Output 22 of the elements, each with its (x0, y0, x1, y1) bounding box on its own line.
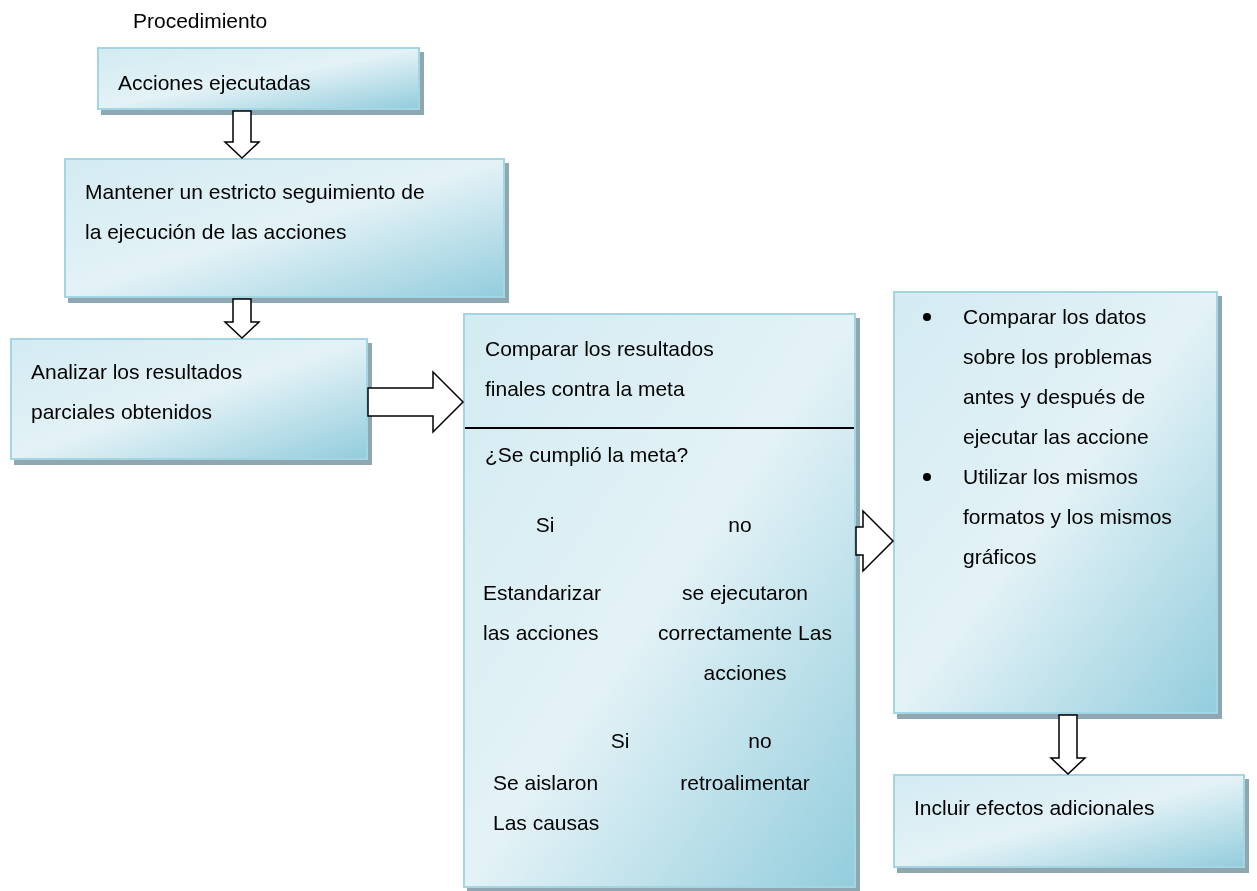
node-text: Utilizar los mismos formatos y los mismos gráficos (963, 464, 1173, 570)
block-arrow (223, 110, 261, 160)
node-text: Acciones ejecutadas (117, 70, 312, 96)
node-text: Comparar los resultados finales contra la meta (485, 336, 715, 402)
node-text: no (727, 512, 753, 538)
node-text: Mantener un estricto seguimiento de la ejecución de las acciones (84, 179, 426, 245)
block-arrow (223, 298, 261, 340)
node-text: Se aislaron Las causas (493, 770, 601, 836)
node-text: retroalimentar (679, 770, 811, 796)
block-arrow (1049, 714, 1087, 776)
node-text: no (747, 728, 773, 754)
node-text: se ejecutaron correctamente Las acciones (657, 580, 833, 686)
node-text: Si (609, 728, 631, 754)
node-text: Analizar los resultados parciales obtenidos (30, 359, 244, 425)
block-arrow (855, 509, 895, 573)
node-text: Procedimiento (133, 8, 268, 34)
node-text: Comparar los datos sobre los problemas antes y después de ejecutar las accione (963, 304, 1154, 450)
node-text: Estandarizar las acciones (483, 580, 602, 646)
node-text: ¿Se cumplió la meta? (485, 442, 690, 468)
node-text: Si (534, 512, 556, 538)
block-arrow (367, 370, 465, 434)
node-text: Incluir efectos adicionales (913, 795, 1156, 821)
